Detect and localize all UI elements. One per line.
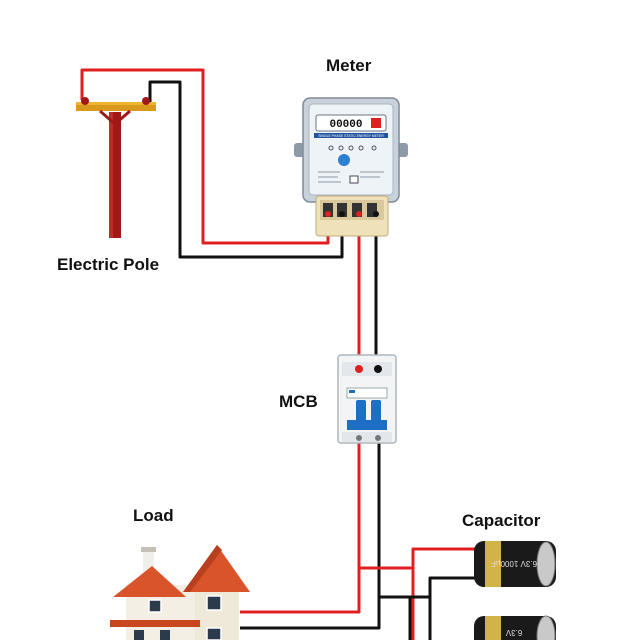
meter-logo-icon [338,154,350,166]
pole-phase-wire [80,68,330,245]
capacitor-phase-wire [359,547,478,570]
capacitor-top: 6.3V 1000µF [474,541,556,587]
meter-display: 00000 [329,119,362,131]
mcb-breaker [337,354,397,444]
energy-meter: 00000 SINGLE PHASE STATIC ENERGY METER [294,97,408,237]
electric-pole [76,97,156,238]
capacitor-bottom: 6.3V [474,615,556,640]
meter-label: Meter [326,56,372,75]
meter-header-text: SINGLE PHASE STATIC ENERGY METER [318,134,384,138]
house-load [110,545,250,640]
wires [80,68,478,640]
capacitor-label: Capacitor [462,511,541,530]
pole-neutral-wire [148,80,344,259]
capacitor-top-rating: 6.3V 1000µF [491,559,537,568]
capacitor-neutral-wire-2 [379,595,412,640]
mcb-load-neutral-wire [240,440,381,630]
mcb-label: MCB [279,392,318,411]
mcb-load-phase-wire [240,440,361,614]
capacitor-neutral-wire [379,576,478,599]
electric-pole-label: Electric Pole [57,255,160,274]
capacitor-bottom-rating: 6.3V [505,628,522,637]
load-label: Load [133,506,174,525]
